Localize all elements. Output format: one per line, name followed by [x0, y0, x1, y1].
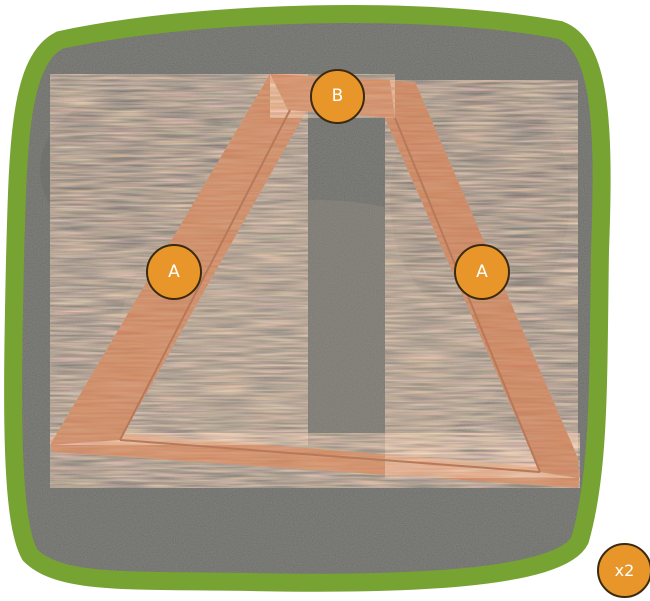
quantity-badge: x2 [597, 543, 650, 598]
label-badge-a-left: A [146, 244, 202, 300]
label-badge-b: B [310, 69, 365, 124]
label-badge-a-right: A [454, 244, 510, 300]
